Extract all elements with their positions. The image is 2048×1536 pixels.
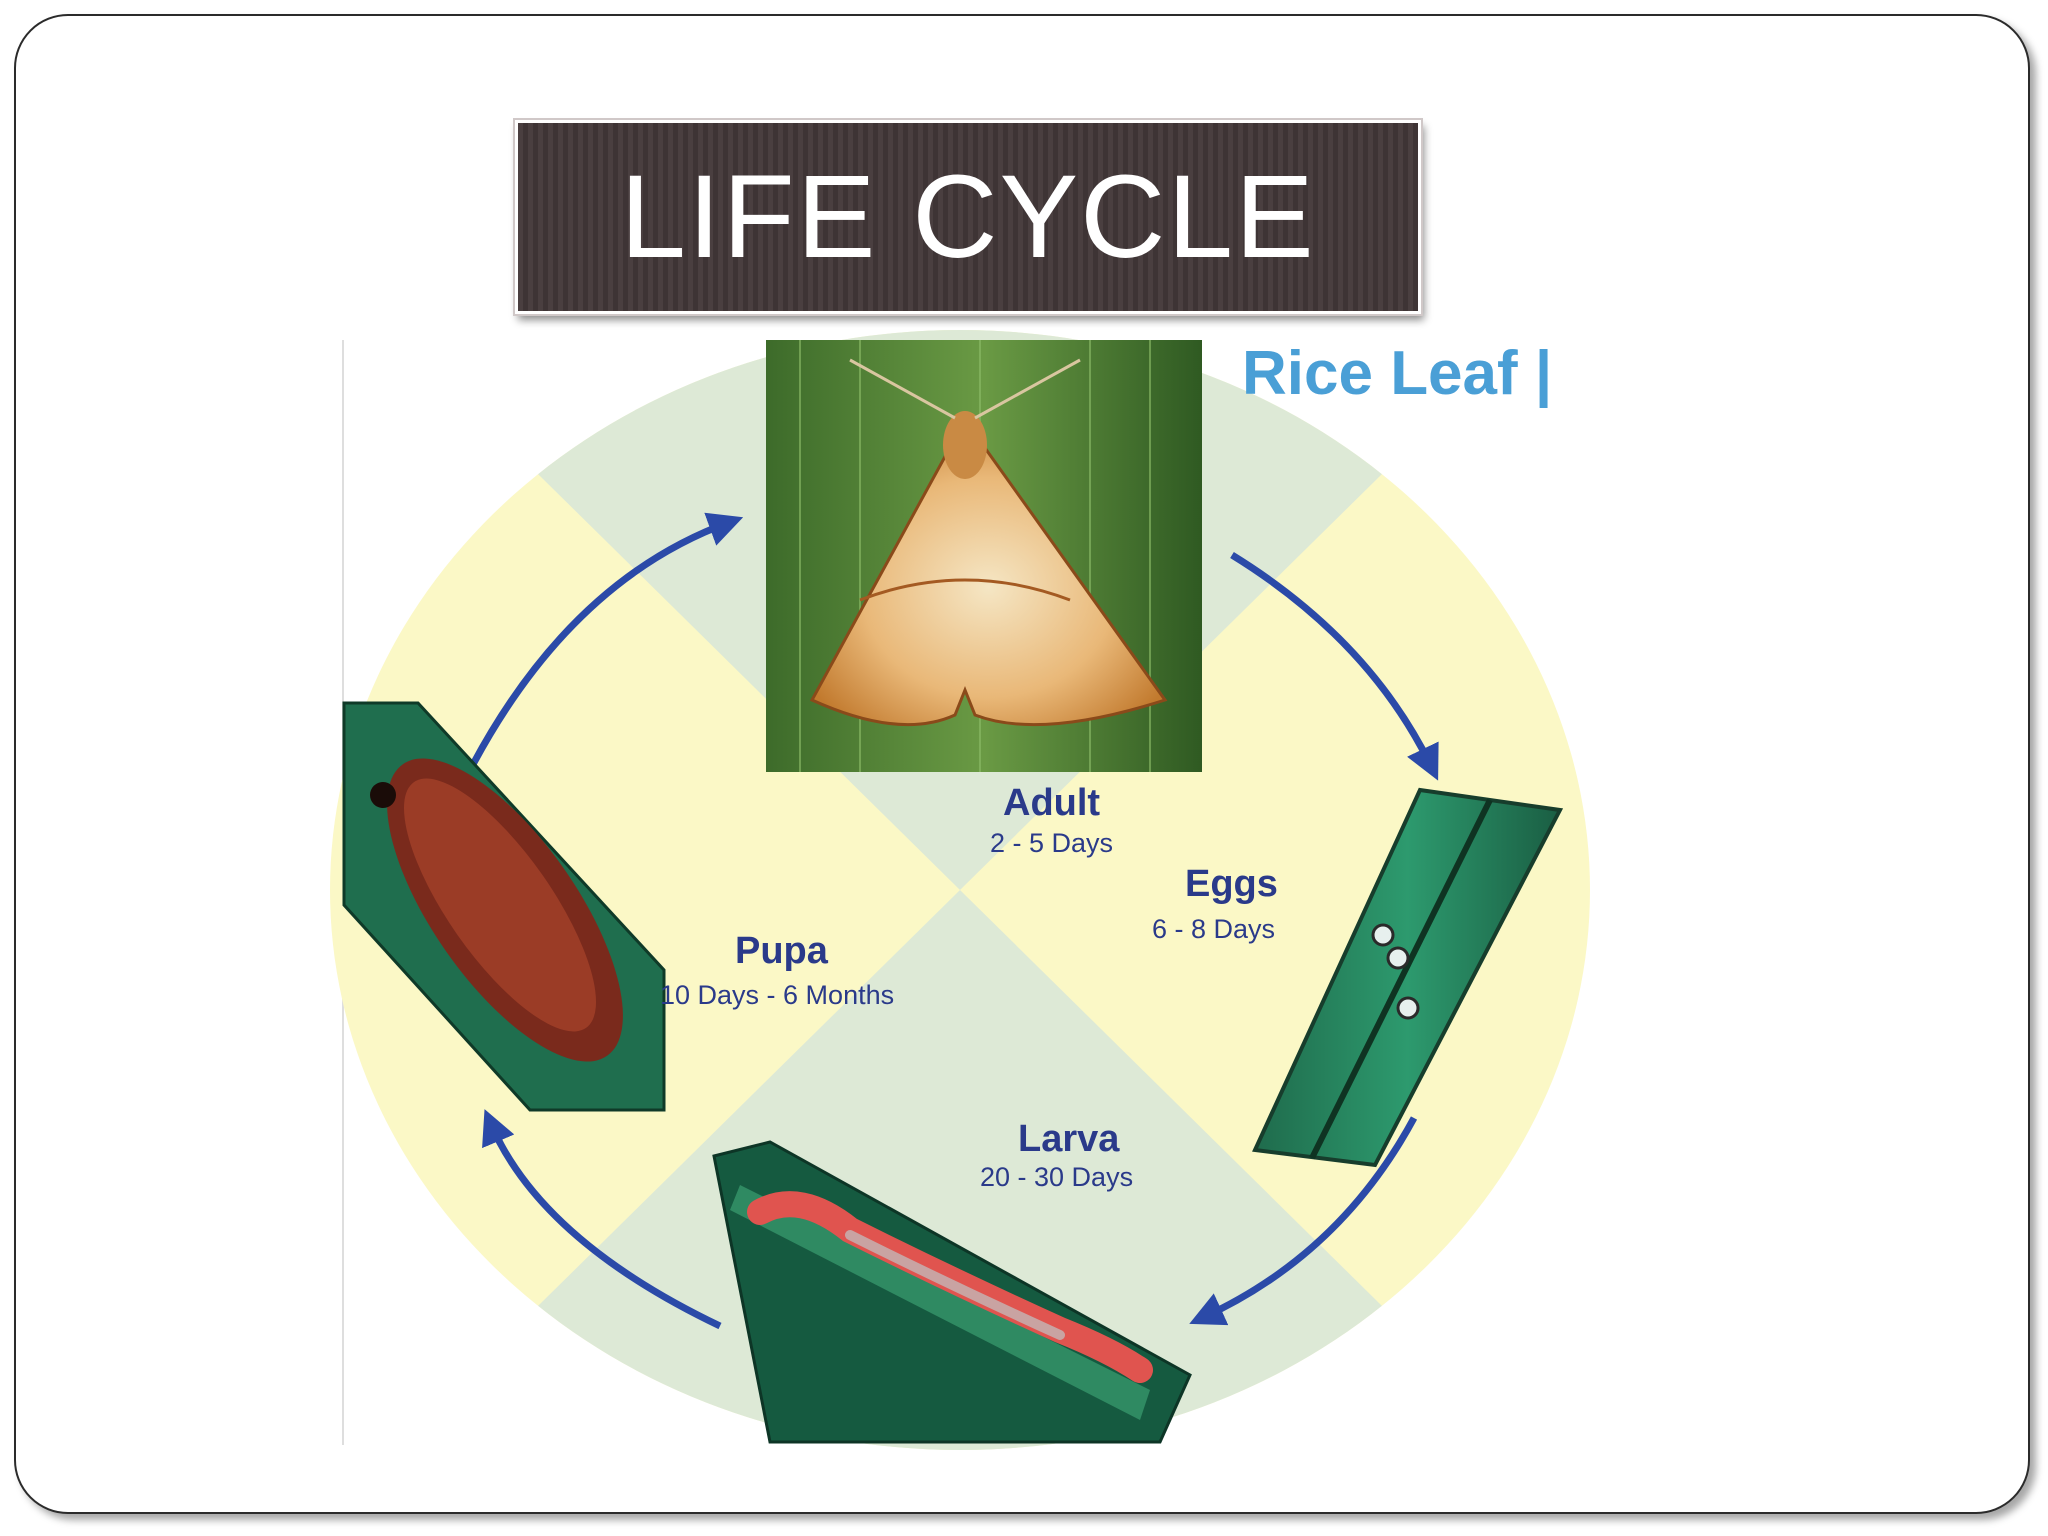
moth-photo — [766, 340, 1202, 772]
stage-duration-pupa: 10 Days - 6 Months — [660, 980, 894, 1011]
diagram-title: Rice Leaf | — [1242, 338, 1552, 409]
stage-label-larva: Larva — [1018, 1118, 1119, 1161]
stage-duration-adult: 2 - 5 Days — [990, 828, 1113, 859]
stage-label-adult: Adult — [1003, 782, 1100, 825]
stage-label-eggs: Eggs — [1185, 863, 1278, 906]
stage-label-pupa: Pupa — [735, 930, 828, 973]
stage-duration-eggs: 6 - 8 Days — [1152, 914, 1275, 945]
stage-duration-larva: 20 - 30 Days — [980, 1162, 1133, 1193]
